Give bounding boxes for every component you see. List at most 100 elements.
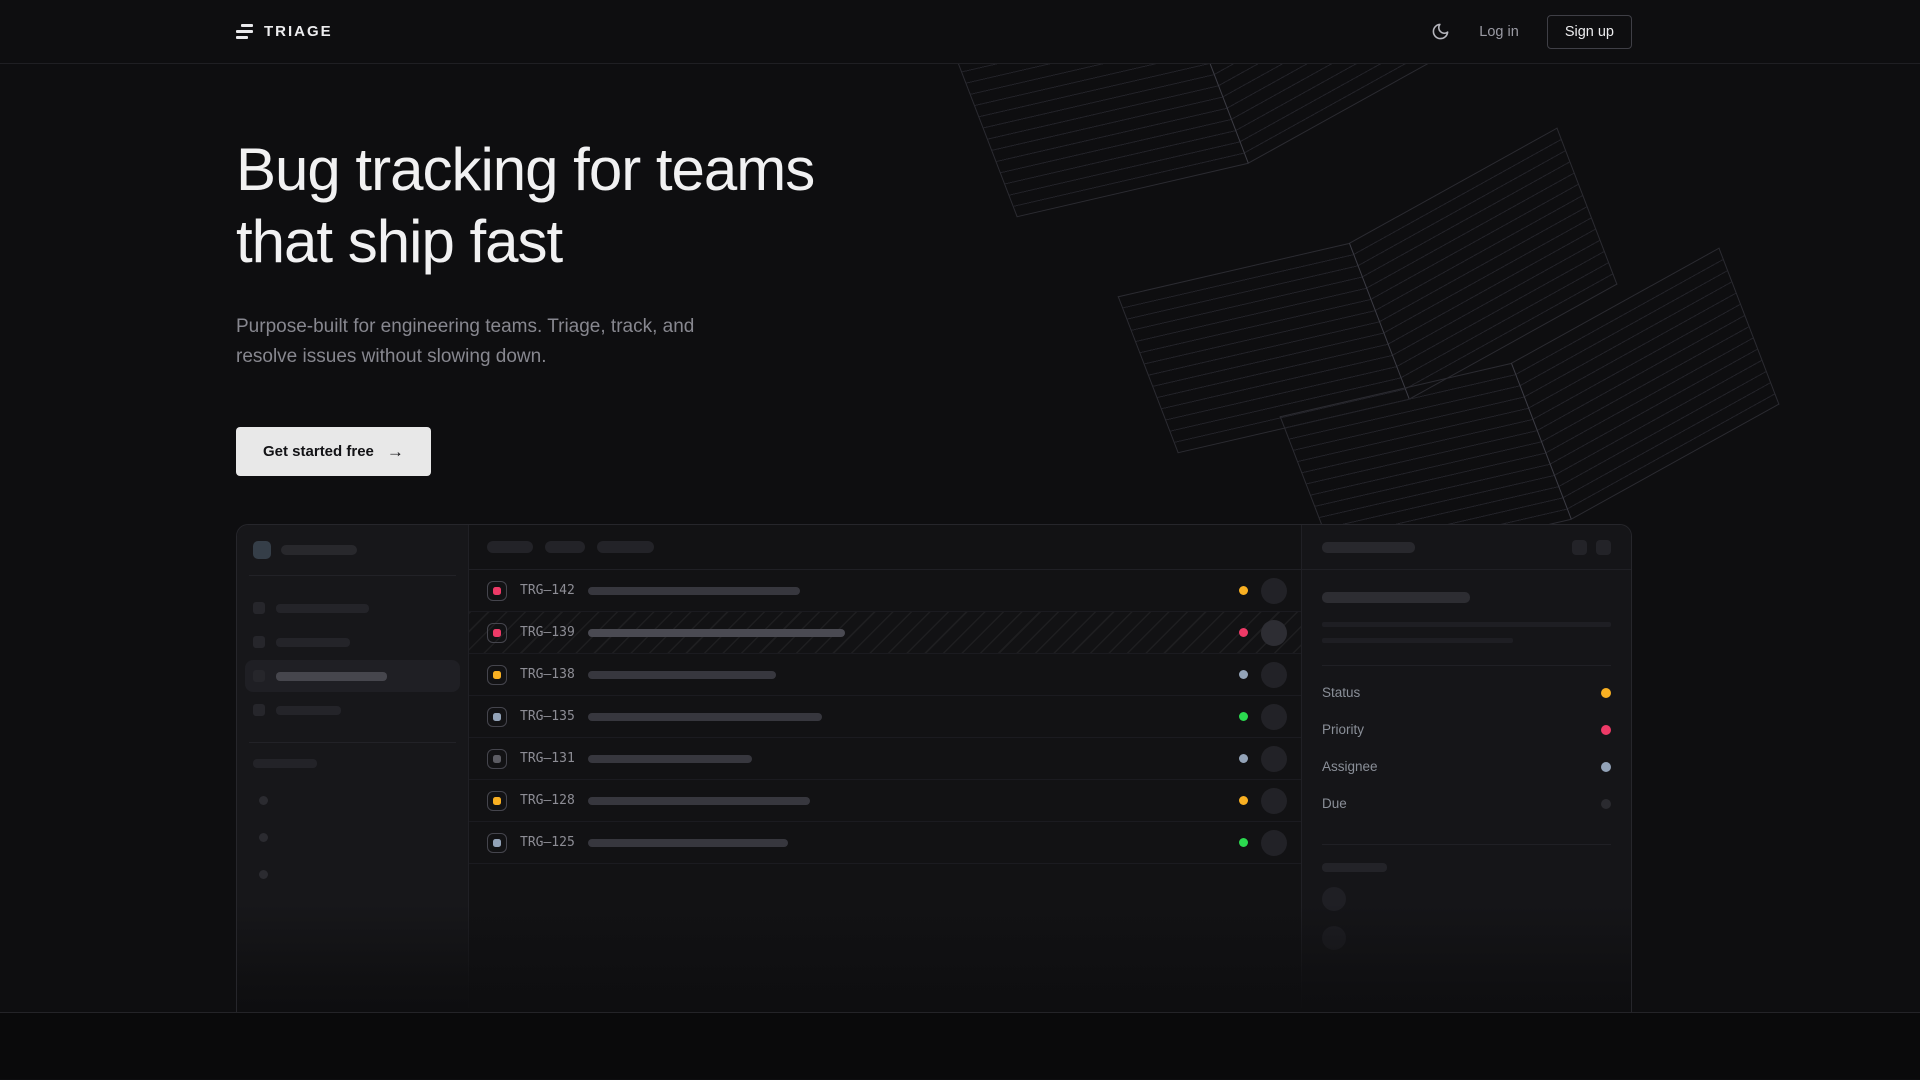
issue-row: TRG–131	[469, 738, 1301, 780]
skeleton-section-label	[1322, 863, 1387, 872]
issue-row: TRG–128	[469, 780, 1301, 822]
skeleton-issue-title	[588, 587, 800, 595]
card-bottom-fade	[237, 904, 1631, 1013]
triage-logo-icon	[236, 24, 253, 39]
hero-copy: Bug tracking for teams that ship fast Pu…	[0, 64, 1920, 476]
skeleton-line	[1322, 638, 1513, 643]
assignee-avatar	[1261, 578, 1287, 604]
field-label: Priority	[1322, 722, 1364, 737]
skeleton-bar	[281, 545, 357, 555]
skeleton-issue-title	[588, 839, 788, 847]
mockup-nav-item	[245, 592, 460, 624]
assignee-avatar	[1261, 662, 1287, 688]
assignee-avatar	[1261, 620, 1287, 646]
login-link[interactable]: Log in	[1479, 24, 1519, 40]
issue-type-badge	[487, 749, 507, 769]
divider	[1322, 665, 1611, 666]
assignee-avatar	[1261, 830, 1287, 856]
top-nav: TRIAGE Log in Sign up	[0, 0, 1920, 64]
assignee-avatar	[1261, 746, 1287, 772]
issue-status-dot	[1239, 628, 1248, 637]
issue-type-dot	[493, 629, 501, 637]
issue-type-badge	[487, 707, 507, 727]
issue-status-dot	[1239, 586, 1248, 595]
issue-type-dot	[493, 587, 501, 595]
issue-type-dot	[493, 671, 501, 679]
skeleton-issue-title	[588, 713, 822, 721]
mockup-nav-item	[245, 694, 460, 726]
issue-type-badge	[487, 581, 507, 601]
issue-type-badge	[487, 665, 507, 685]
issue-id: TRG–135	[520, 709, 575, 724]
field-row: Due	[1322, 785, 1611, 822]
skeleton-tab	[597, 541, 654, 553]
skeleton-tab	[487, 541, 533, 553]
issue-row: TRG–135	[469, 696, 1301, 738]
skeleton-dot	[259, 833, 268, 842]
next-section	[0, 1013, 1920, 1079]
skeleton-issue-heading	[1322, 592, 1470, 603]
field-value-dot	[1601, 799, 1611, 809]
issue-row: TRG–138	[469, 654, 1301, 696]
field-row: Status	[1322, 674, 1611, 711]
skeleton-issue-title	[588, 797, 810, 805]
skeleton-issue-title	[588, 671, 776, 679]
divider	[1322, 844, 1611, 845]
issue-status-dot	[1239, 712, 1248, 721]
field-list: Status Priority Assignee	[1322, 674, 1611, 822]
issue-id: TRG–125	[520, 835, 575, 850]
skeleton-bar	[276, 604, 369, 613]
issue-id: TRG–139	[520, 625, 575, 640]
mockup-list-header	[469, 525, 1301, 570]
skeleton-line	[1322, 622, 1611, 627]
panel-actions	[1572, 540, 1611, 555]
skeleton-issue-title	[588, 755, 752, 763]
issue-status-dot	[1239, 754, 1248, 763]
skeleton-bar	[276, 672, 387, 681]
assignee-avatar	[1261, 788, 1287, 814]
issue-status-dot	[1239, 670, 1248, 679]
field-value-dot	[1601, 762, 1611, 772]
field-row: Priority	[1322, 711, 1611, 748]
issue-type-dot	[493, 755, 501, 763]
skeleton-bar	[276, 638, 350, 647]
workspace-avatar	[253, 541, 271, 559]
issue-type-dot	[493, 713, 501, 721]
skeleton-section-label	[253, 759, 317, 768]
field-label: Due	[1322, 796, 1347, 811]
field-label: Assignee	[1322, 759, 1378, 774]
get-started-button[interactable]: Get started free →	[236, 427, 431, 476]
issue-type-badge	[487, 791, 507, 811]
panel-action-icon	[1596, 540, 1611, 555]
page-title: Bug tracking for teams that ship fast	[236, 134, 1920, 278]
issue-row: TRG–125	[469, 822, 1301, 864]
mockup-panel-header	[1302, 525, 1631, 570]
issue-type-badge	[487, 623, 507, 643]
app-mockup-card: TRG–142 TRG–139	[236, 524, 1632, 1013]
brand-name: TRIAGE	[264, 23, 333, 40]
brand[interactable]: TRIAGE	[236, 23, 333, 40]
issue-type-dot	[493, 839, 501, 847]
issue-type-badge	[487, 833, 507, 853]
assignee-avatar	[1261, 704, 1287, 730]
skeleton-bar	[276, 706, 341, 715]
issue-row: TRG–142	[469, 570, 1301, 612]
panel-action-icon	[1572, 540, 1587, 555]
issue-id: TRG–142	[520, 583, 575, 598]
moon-icon[interactable]	[1431, 22, 1451, 42]
skeleton-dot	[259, 870, 268, 879]
field-value-dot	[1601, 688, 1611, 698]
nav-item-icon	[253, 704, 265, 716]
issue-id: TRG–128	[520, 793, 575, 808]
field-label: Status	[1322, 685, 1360, 700]
nav-actions: Log in Sign up	[1431, 15, 1632, 49]
issue-row: TRG–139	[469, 612, 1301, 654]
divider	[249, 742, 456, 743]
skeleton-bar	[1322, 542, 1415, 553]
signup-button[interactable]: Sign up	[1547, 15, 1632, 49]
arrow-right-icon: →	[387, 443, 404, 460]
divider	[249, 575, 456, 576]
nav-item-icon	[253, 636, 265, 648]
issue-id: TRG–131	[520, 751, 575, 766]
